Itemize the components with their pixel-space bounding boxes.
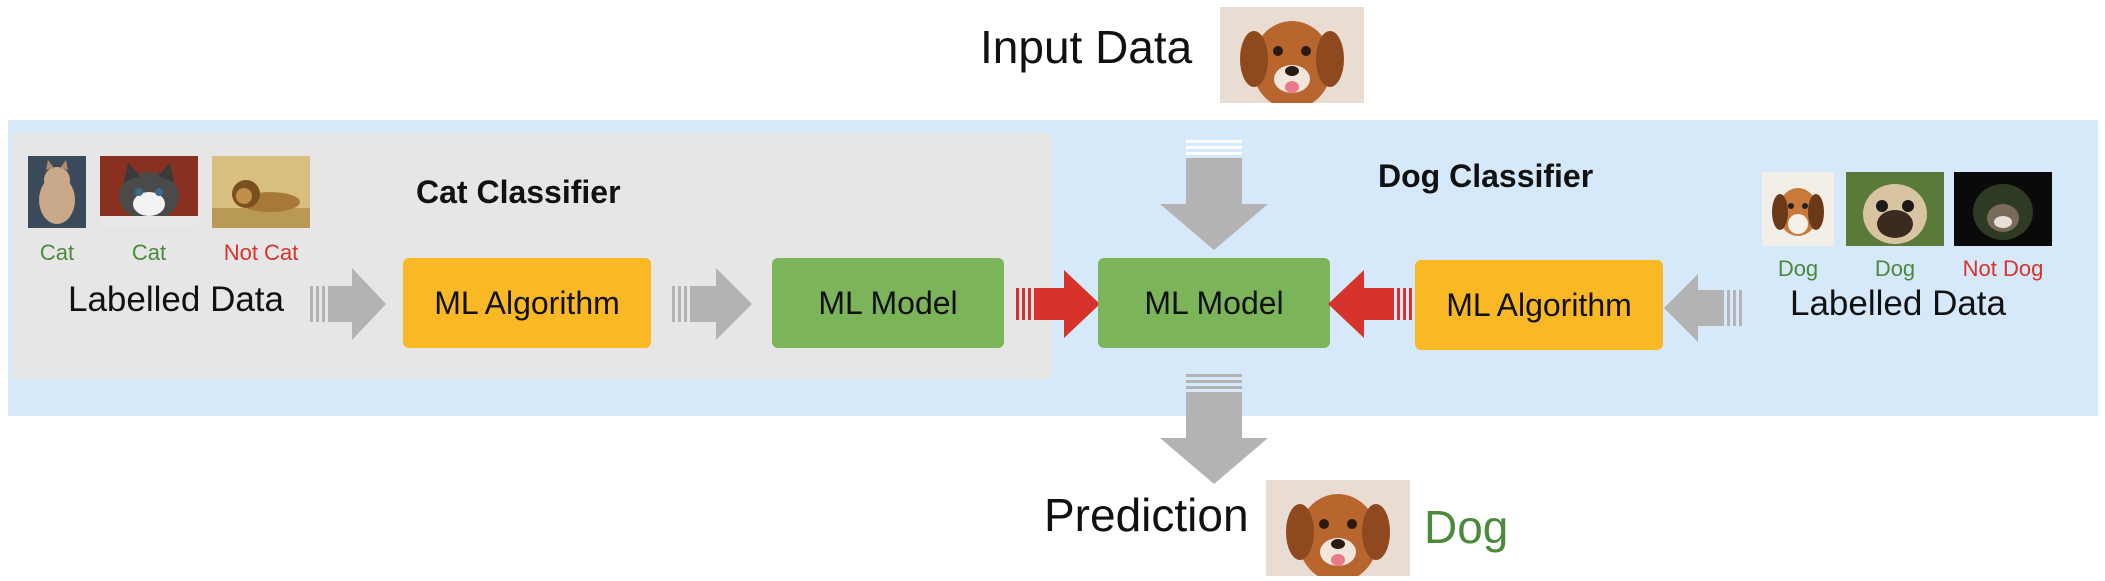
model-to-prediction-arrow [1160, 374, 1268, 484]
dog-data-to-algo-arrow [1664, 274, 1742, 342]
input-to-model-arrow [1160, 140, 1268, 250]
prediction-result: Dog [1424, 501, 1509, 553]
cat-labelled-data-label: Labelled Data [68, 280, 284, 319]
cat-algo-to-model-arrow [672, 268, 752, 340]
dog-sample-label-3: Not Dog [1962, 256, 2044, 281]
dog-sample-label-1: Dog [1777, 256, 1819, 281]
dog-algo-to-model-arrow [1328, 270, 1412, 338]
cat-sample-image-2 [100, 156, 198, 228]
dog-classifier-title: Dog Classifier [1378, 158, 1594, 194]
cat-sample-label-2: Cat [131, 240, 167, 265]
prediction-dog-image [1266, 480, 1410, 576]
lion-sample-image [212, 156, 310, 228]
dog-sample-image-2 [1846, 172, 1944, 246]
chimp-sample-image [1954, 172, 2052, 246]
cat-sample-label-1: Cat [39, 240, 75, 265]
dog-sample-image-1 [1762, 172, 1834, 246]
dog-ml-algorithm-box: ML Algorithm [1415, 260, 1663, 350]
dog-sample-label-2: Dog [1874, 256, 1916, 281]
cat-sample-label-3: Not Cat [223, 240, 299, 265]
cat-ml-model-box: ML Model [772, 258, 1004, 348]
cat-data-to-algo-arrow [310, 268, 386, 340]
dog-labelled-data-label: Labelled Data [1790, 284, 2006, 323]
input-dog-image [1220, 7, 1364, 103]
cat-sample-image-1 [28, 156, 86, 228]
cat-ml-algorithm-box: ML Algorithm [403, 258, 651, 348]
cat-classifier-title: Cat Classifier [416, 174, 621, 210]
prediction-label: Prediction [1044, 489, 1249, 541]
transfer-arrow-cat-to-dog [1016, 270, 1100, 338]
input-data-label: Input Data [980, 21, 1193, 73]
dog-ml-model-box: ML Model [1098, 258, 1330, 348]
